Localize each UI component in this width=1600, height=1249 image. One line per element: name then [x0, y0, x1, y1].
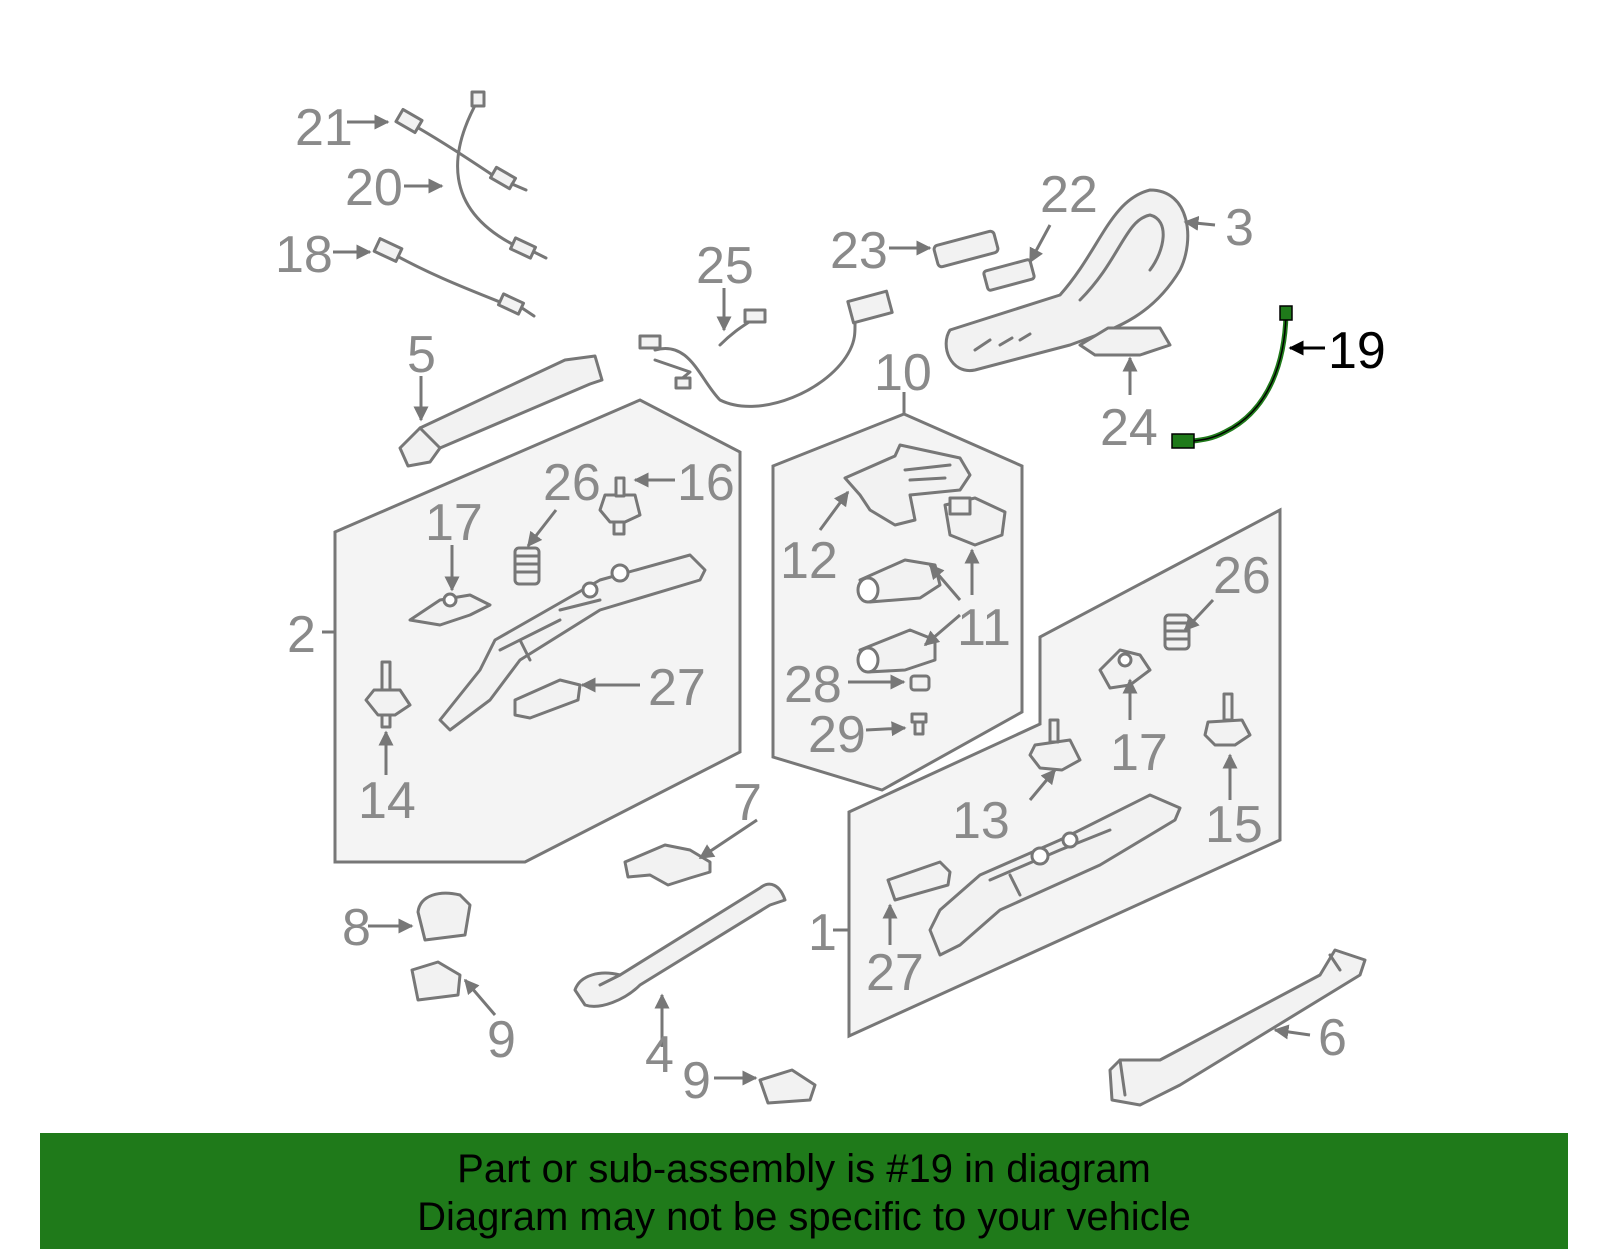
bracket-24: [1078, 326, 1172, 357]
cover-3: [944, 188, 1190, 372]
bracket-12: [843, 443, 972, 527]
callout-23: 23: [830, 222, 888, 280]
callout-28: 28: [784, 656, 842, 714]
callout-9-bottom: 9: [682, 1052, 711, 1110]
switch-23: [932, 229, 1000, 269]
callout-24: 24: [1100, 399, 1158, 457]
cap-9-left: [410, 960, 462, 1002]
cap-9-bottom: [758, 1068, 817, 1105]
banner-line-2: Diagram may not be specific to your vehi…: [417, 1195, 1191, 1239]
bracket-17-right: [1098, 648, 1152, 690]
callout-16: 16: [677, 454, 735, 512]
trim-5: [398, 354, 604, 468]
callout-25: 25: [696, 237, 754, 295]
callout-13: 13: [952, 792, 1010, 850]
bracket-27-left: [513, 678, 582, 720]
callout-27-left: 27: [648, 659, 706, 717]
nut-28: [909, 674, 931, 692]
cap-8: [416, 891, 472, 942]
callout-8: 8: [342, 899, 371, 957]
mount-16: [598, 476, 642, 536]
bracket-7: [623, 843, 712, 887]
callout-26-left: 26: [543, 454, 601, 512]
cable-19: [1171, 305, 1293, 449]
callout-1: 1: [808, 904, 837, 962]
harness-25: [638, 289, 894, 408]
trim-6: [1108, 948, 1367, 1107]
callout-21: 21: [295, 99, 353, 157]
motor-11-low: [856, 628, 937, 674]
mount-15: [1203, 692, 1252, 747]
banner-line-1: Part or sub-assembly is #19 in diagram: [457, 1147, 1151, 1191]
callout-27-right: 27: [866, 944, 924, 1002]
switch-22: [982, 258, 1036, 292]
motor-11-top: [943, 496, 1007, 547]
callout-15: 15: [1205, 796, 1263, 854]
callout-11: 11: [957, 599, 1011, 657]
callout-17-right: 17: [1110, 724, 1168, 782]
leader-lines: [322, 114, 1325, 1086]
callout-29: 29: [808, 706, 866, 764]
callout-9-left: 9: [487, 1011, 516, 1069]
callout-4: 4: [645, 1026, 674, 1084]
callout-26-right: 26: [1213, 547, 1271, 605]
callout-12: 12: [780, 532, 838, 590]
spring-26-right: [1163, 613, 1191, 651]
trim-4: [573, 882, 787, 1008]
track-2-assembly: [438, 553, 707, 732]
callout-10: 10: [874, 344, 932, 402]
motor-11-mid: [856, 558, 942, 604]
callout-20: 20: [345, 159, 403, 217]
callout-14: 14: [358, 772, 416, 830]
callout-19: 19: [1328, 322, 1386, 380]
cable-18: [372, 237, 536, 318]
cable-21: [394, 107, 528, 192]
callout-22: 22: [1040, 166, 1098, 224]
callout-3: 3: [1225, 199, 1254, 257]
track-1-assembly: [928, 793, 1182, 957]
bracket-17-left: [408, 592, 492, 627]
cable-20: [456, 90, 548, 260]
callout-6: 6: [1318, 1009, 1347, 1067]
info-banner: Part or sub-assembly is #19 in diagram D…: [40, 1133, 1568, 1249]
callout-2: 2: [287, 606, 316, 664]
callout-7: 7: [733, 774, 762, 832]
mount-13: [1028, 718, 1082, 772]
callout-17-left: 17: [425, 494, 483, 552]
callout-18: 18: [275, 226, 333, 284]
mount-14: [364, 660, 412, 729]
bolt-29: [910, 712, 928, 736]
bracket-27-right: [886, 860, 952, 902]
spring-26-left: [513, 546, 541, 586]
callout-5: 5: [407, 326, 436, 384]
